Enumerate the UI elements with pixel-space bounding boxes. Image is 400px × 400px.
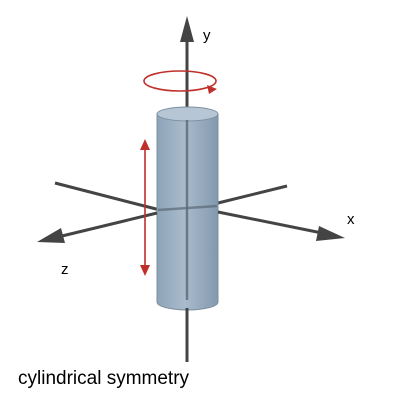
y-axis-label: y — [203, 27, 211, 44]
cylinder — [156, 106, 219, 311]
z-axis-arrowhead — [37, 228, 65, 243]
diagram-caption: cylindrical symmetry — [18, 368, 190, 389]
z-axis-front — [61, 211, 158, 238]
x-axis-front — [217, 210, 323, 235]
x-axis-label: x — [347, 211, 355, 228]
x-axis-arrowhead — [316, 226, 345, 241]
z-axis-back — [54, 181, 161, 212]
rotation-arrow-icon — [143, 70, 217, 94]
double-headed-arrow-icon — [140, 139, 150, 276]
y-axis-arrowhead — [180, 16, 194, 42]
x-axis-back — [217, 184, 288, 205]
z-axis-label: z — [61, 261, 69, 278]
cylinder-top-cap — [156, 106, 219, 122]
